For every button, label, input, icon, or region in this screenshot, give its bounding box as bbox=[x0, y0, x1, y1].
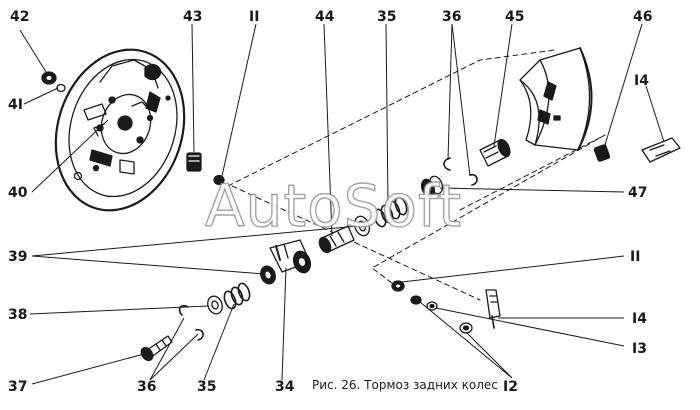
callout-12: I2 bbox=[503, 379, 518, 395]
callout-11-right: II bbox=[630, 249, 641, 265]
clip-part-14-top bbox=[641, 137, 681, 163]
callout-38: 38 bbox=[8, 307, 28, 323]
callout-44: 44 bbox=[315, 9, 335, 25]
washer-part-38 bbox=[207, 295, 223, 315]
spring-clip-part-36-bottom bbox=[178, 304, 204, 341]
callout-37: 37 bbox=[8, 379, 28, 395]
callout-36-bottom: 36 bbox=[137, 379, 157, 395]
callout-36-top: 36 bbox=[442, 9, 462, 25]
washer-part-41 bbox=[56, 83, 66, 93]
callout-13: I3 bbox=[632, 341, 647, 357]
washer-part-12-a bbox=[410, 295, 422, 305]
callout-34: 34 bbox=[275, 379, 295, 395]
washer-part-47 bbox=[420, 175, 444, 198]
callout-11-top: II bbox=[249, 9, 260, 25]
callout-42: 42 bbox=[10, 9, 30, 25]
callout-39: 39 bbox=[8, 249, 28, 265]
nut-part-42 bbox=[41, 71, 57, 85]
callout-43: 43 bbox=[183, 9, 203, 25]
adjuster-bolt-part-45 bbox=[479, 138, 511, 167]
pin-part-37 bbox=[140, 335, 173, 362]
callout-47: 47 bbox=[628, 185, 648, 201]
spring-part-35-bottom bbox=[223, 282, 251, 310]
washer-part-39-upper bbox=[353, 215, 371, 237]
figure-caption: Рис. 26. Тормоз задних колес bbox=[312, 378, 498, 392]
watermark: AutoSoft bbox=[204, 171, 463, 240]
assembly-lines bbox=[219, 49, 606, 301]
bolt-part-13 bbox=[426, 301, 438, 311]
callout-35-bottom: 35 bbox=[197, 379, 217, 395]
spring-part-35-top bbox=[373, 196, 408, 228]
callout-14-right: I4 bbox=[632, 311, 647, 327]
callout-41: 4I bbox=[8, 97, 23, 113]
washer-part-11-right bbox=[391, 280, 405, 292]
backing-plate-part bbox=[54, 48, 186, 212]
leader-lines bbox=[19, 23, 665, 385]
callout-45: 45 bbox=[505, 9, 525, 25]
bolt-part-43 bbox=[186, 152, 202, 172]
adjuster-body-part-44 bbox=[318, 225, 355, 254]
callout-40: 40 bbox=[8, 185, 28, 201]
callout-46: 46 bbox=[633, 9, 653, 25]
callout-35-top: 35 bbox=[377, 9, 397, 25]
adjuster-part-34 bbox=[269, 239, 312, 274]
callout-14-top: I4 bbox=[634, 73, 649, 89]
washer-part-11-top bbox=[213, 174, 225, 186]
washer-part-39-lower bbox=[260, 265, 276, 285]
washer-part-12-b bbox=[459, 322, 473, 334]
pin-part-46 bbox=[593, 144, 611, 162]
clip-part-14-right bbox=[485, 289, 501, 329]
brake-shoe-part bbox=[519, 47, 593, 151]
